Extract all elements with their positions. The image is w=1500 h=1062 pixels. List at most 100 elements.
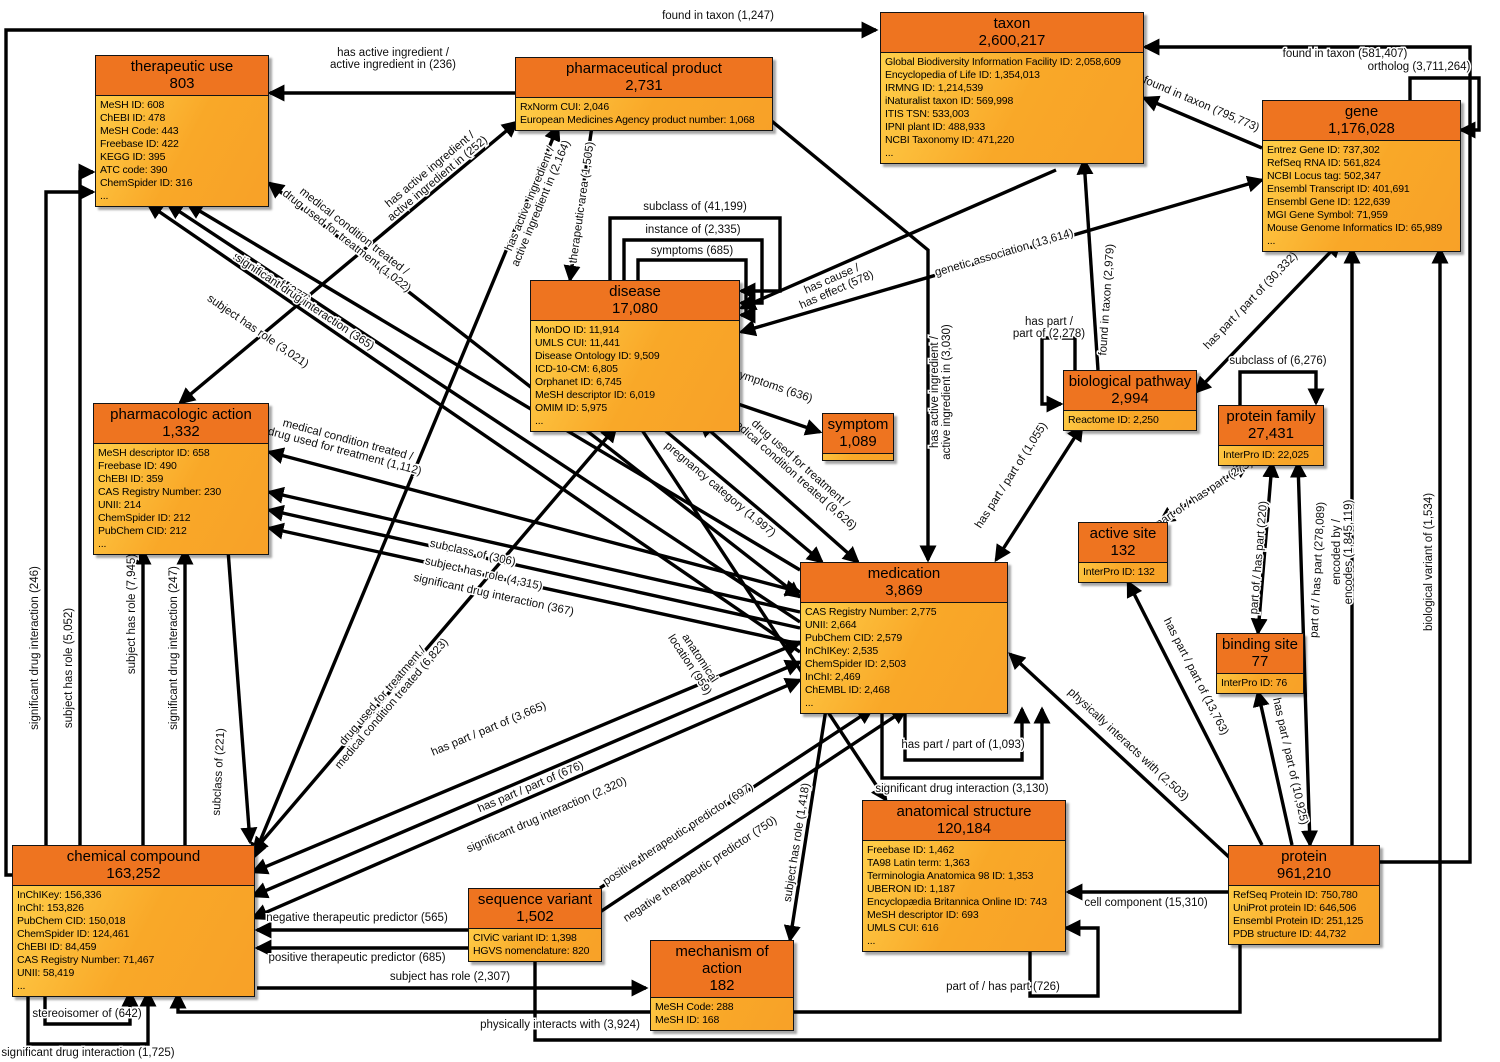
edge-label: stereoisomer of (642) bbox=[32, 1008, 141, 1020]
node-attr: IPNI plant ID: 488,933 bbox=[885, 121, 986, 133]
node-attr: UNII: 2,664 bbox=[805, 619, 857, 631]
edge-label: positive therapeutic predictor (685) bbox=[268, 952, 445, 964]
node-count: 17,080 bbox=[612, 300, 658, 317]
node-title: pharmaceutical product bbox=[566, 60, 722, 77]
node-attr: UMLS CUI: 11,441 bbox=[535, 337, 620, 349]
node-attr: MeSH descriptor ID: 6,019 bbox=[535, 389, 655, 401]
edge-line bbox=[599, 707, 875, 890]
edge-line bbox=[26, 989, 157, 1046]
node-attr: ... bbox=[98, 538, 107, 550]
node-count: 1,332 bbox=[162, 423, 200, 440]
edge-label: negative therapeutic predictor (565) bbox=[266, 912, 448, 924]
edge-label: biological variant of (1,534) bbox=[1423, 493, 1435, 631]
edge-label: encoded by /encodes (1,845,119) bbox=[1331, 500, 1355, 605]
edge-label: ortholog (3,711,264) bbox=[1368, 61, 1471, 73]
edge-label: part of / has part (278,089) bbox=[1308, 501, 1327, 638]
edge-line bbox=[783, 708, 828, 943]
node-attributes: InterPro ID: 22,025 bbox=[1219, 446, 1323, 465]
edge-label: part of / has part (220) bbox=[1248, 500, 1270, 615]
node-attr: UNII: 58,419 bbox=[17, 967, 75, 979]
edge-line bbox=[1250, 460, 1280, 636]
node-title: mechanism of action bbox=[675, 943, 769, 977]
node-title: gene bbox=[1344, 103, 1379, 120]
node-count: 27,431 bbox=[1248, 425, 1294, 442]
edge-label: has part / part of (3,665) bbox=[430, 700, 549, 759]
edge-line bbox=[78, 163, 96, 845]
node-attributes: InterPro ID: 76 bbox=[1217, 674, 1303, 693]
node-attr: ChEMBL ID: 2,468 bbox=[805, 684, 890, 696]
node-title: protein family bbox=[1226, 408, 1316, 425]
edge-line bbox=[1028, 919, 1100, 998]
node-attr: UNII: 214 bbox=[98, 499, 142, 511]
node-attr: ITIS TSN: 533,003 bbox=[885, 108, 970, 120]
node-attr: InChIKey: 2,535 bbox=[805, 645, 879, 657]
edge-label: subclass of (6,276) bbox=[1229, 355, 1326, 367]
node-attr: ATC code: 390 bbox=[100, 164, 168, 176]
node-attr: UBERON ID: 1,187 bbox=[867, 883, 956, 895]
edge-label: medical condition treated /drug used for… bbox=[267, 414, 426, 478]
node-count: 120,184 bbox=[936, 820, 992, 837]
node-attr: InChIKey: 156,336 bbox=[17, 889, 102, 901]
node-attr: MeSH Code: 288 bbox=[655, 1001, 734, 1013]
node-attr: Encyclopædia Britannica Online ID: 743 bbox=[867, 896, 1047, 908]
edge-line bbox=[226, 549, 258, 845]
node-attr: ... bbox=[867, 935, 876, 947]
edge-label: subclass of (41,199) bbox=[643, 201, 747, 213]
node-title: anatomical structure bbox=[896, 803, 1032, 820]
edge-line bbox=[599, 707, 909, 914]
edge-label: significant drug interaction (1,725) bbox=[1, 1047, 174, 1059]
edge-line bbox=[563, 125, 594, 283]
node-attr: ChemSpider ID: 2,503 bbox=[805, 658, 906, 670]
node-attr: NCBI Locus tag: 502,347 bbox=[1267, 170, 1381, 182]
node-count: 803 bbox=[169, 75, 195, 92]
node-attr: ICD-10-CM: 6,805 bbox=[535, 363, 618, 375]
node-attr: IRMNG ID: 1,214,539 bbox=[885, 82, 984, 94]
node-attr: RxNorm CUI: 2,046 bbox=[520, 101, 610, 113]
node-attr: PubChem CID: 212 bbox=[98, 525, 187, 537]
node-attr: ... bbox=[1267, 235, 1276, 247]
node-attr: PubChem CID: 150,018 bbox=[17, 915, 126, 927]
edge-label: has active ingredient /active ingredient… bbox=[330, 47, 456, 71]
node-count: 2,731 bbox=[625, 77, 663, 94]
node-attr: NCBI Taxonomy ID: 471,220 bbox=[885, 134, 1015, 146]
node-attr: Ensembl Protein ID: 251,125 bbox=[1233, 915, 1364, 927]
node-attr: Freebase ID: 490 bbox=[98, 460, 177, 472]
edge-label: part of / has part (726) bbox=[946, 981, 1060, 993]
edge-line bbox=[1142, 38, 1472, 864]
edge-label: genetic association (13,614) bbox=[933, 227, 1075, 279]
node-title: sequence variant bbox=[477, 891, 593, 908]
node-attr: European Medicines Agency product number… bbox=[520, 114, 755, 126]
edge-line bbox=[266, 486, 801, 614]
edge-label: instance of (2,335) bbox=[645, 224, 740, 236]
edge-line bbox=[880, 706, 1051, 780]
node-attr: ChEBI ID: 478 bbox=[100, 112, 166, 124]
node-attributes: InterPro ID: 132 bbox=[1079, 563, 1167, 582]
node-attr: CAS Registry Number: 2,775 bbox=[805, 606, 937, 618]
node-attr: Orphanet ID: 6,745 bbox=[535, 376, 622, 388]
node-title: protein bbox=[1281, 848, 1327, 865]
